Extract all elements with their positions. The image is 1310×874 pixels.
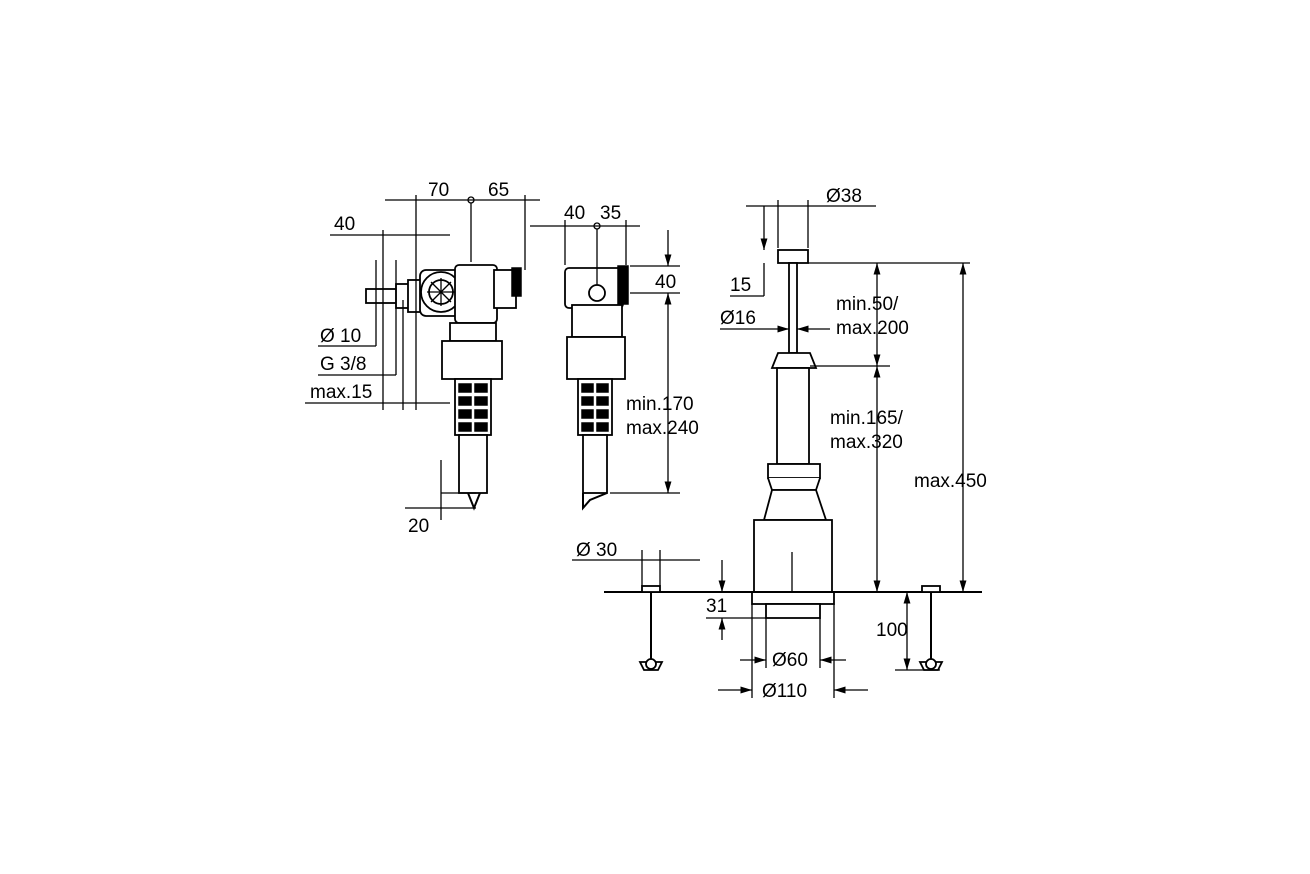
dim-max240: max.240 xyxy=(626,418,699,439)
flush-valve-dimensions xyxy=(572,200,970,698)
dim-15: 15 xyxy=(730,275,751,296)
dim-65: 65 xyxy=(488,180,509,201)
side-view-dimensions xyxy=(530,220,680,494)
dim-31: 31 xyxy=(706,596,727,617)
dim-dia110: Ø110 xyxy=(762,681,807,702)
fixing-bolt-right xyxy=(918,585,944,671)
dim-max450: max.450 xyxy=(914,471,987,492)
dim-40-side-top: 40 xyxy=(564,203,585,224)
dim-max320: max.320 xyxy=(830,432,903,453)
dim-min50: min.50/ xyxy=(836,294,899,315)
dim-35: 35 xyxy=(600,203,621,224)
dim-max200: max.200 xyxy=(836,318,909,339)
left-view-dimensions xyxy=(305,195,540,520)
dim-dia60: Ø60 xyxy=(772,650,808,671)
dim-min170: min.170 xyxy=(626,394,694,415)
dim-70: 70 xyxy=(428,180,449,201)
dim-100: 100 xyxy=(876,620,908,641)
fill-valve-side-view xyxy=(564,265,629,511)
flush-valve xyxy=(751,249,835,619)
dim-dia16: Ø16 xyxy=(720,308,756,329)
dim-dia30: Ø 30 xyxy=(576,540,617,561)
dim-40-left: 40 xyxy=(334,214,355,235)
dim-dia38: Ø38 xyxy=(826,186,862,207)
dim-40-side-right: 40 xyxy=(655,272,676,293)
fixing-bolt-left xyxy=(638,585,664,671)
dim-dia10: Ø 10 xyxy=(320,326,361,347)
dim-20: 20 xyxy=(408,516,429,537)
dim-g38: G 3/8 xyxy=(320,354,366,375)
fill-valve-front-view xyxy=(365,264,522,511)
dim-min165: min.165/ xyxy=(830,408,904,429)
dim-max15: max.15 xyxy=(310,382,372,403)
